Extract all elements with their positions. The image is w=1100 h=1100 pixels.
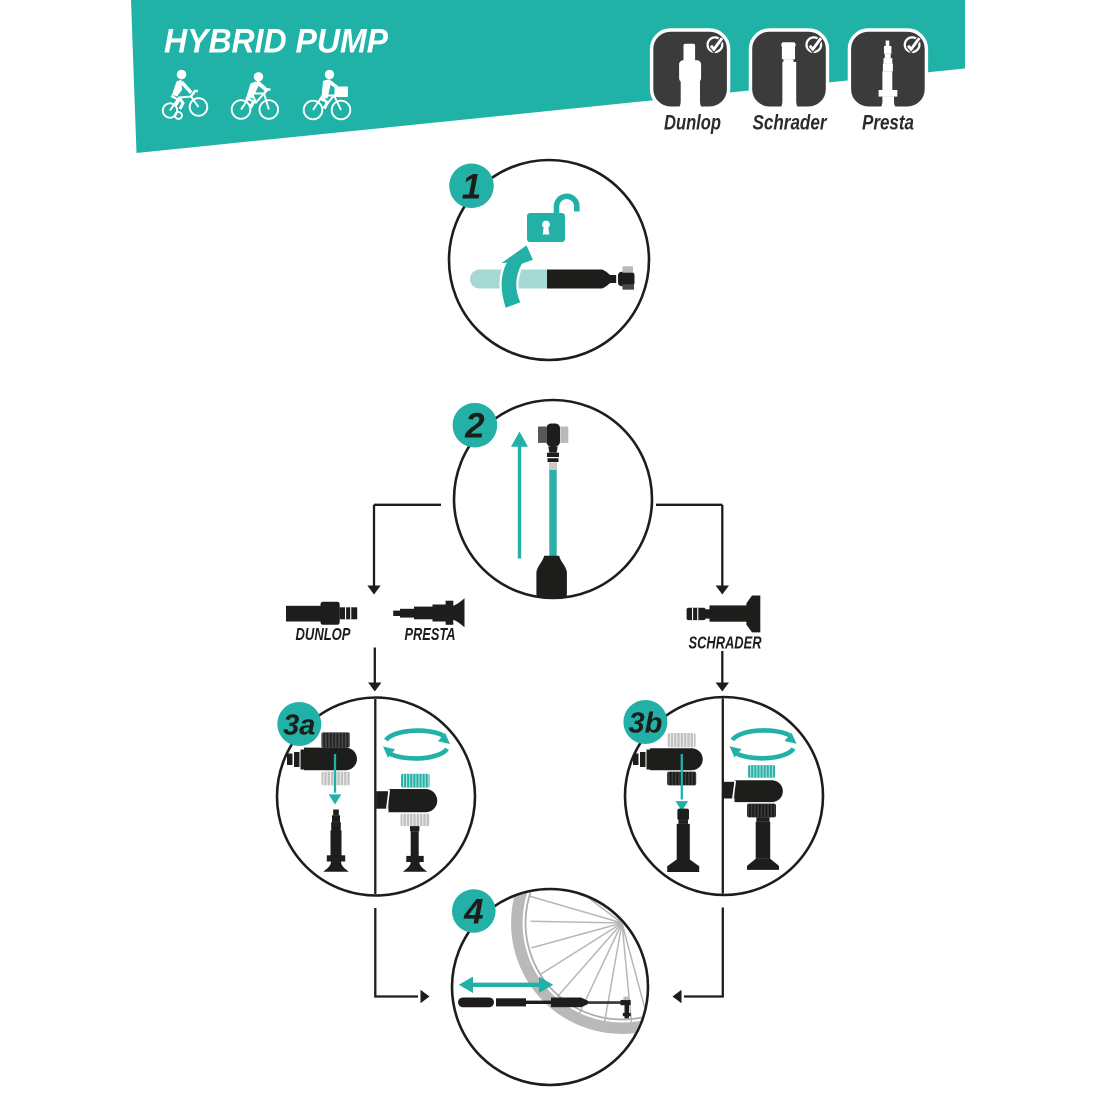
svg-text:DUNLOP: DUNLOP [296,624,351,644]
svg-text:3b: 3b [628,708,662,740]
svg-text:Schrader: Schrader [753,111,828,134]
svg-text:Presta: Presta [862,111,914,134]
svg-text:Dunlop: Dunlop [664,111,721,134]
svg-text:4: 4 [463,892,483,931]
svg-text:SCHRADER: SCHRADER [689,633,762,653]
svg-text:2: 2 [464,407,485,446]
svg-text:HYBRID PUMP: HYBRID PUMP [164,23,389,61]
svg-text:1: 1 [462,167,481,206]
svg-text:PRESTA: PRESTA [405,624,456,644]
svg-text:3a: 3a [283,710,315,742]
